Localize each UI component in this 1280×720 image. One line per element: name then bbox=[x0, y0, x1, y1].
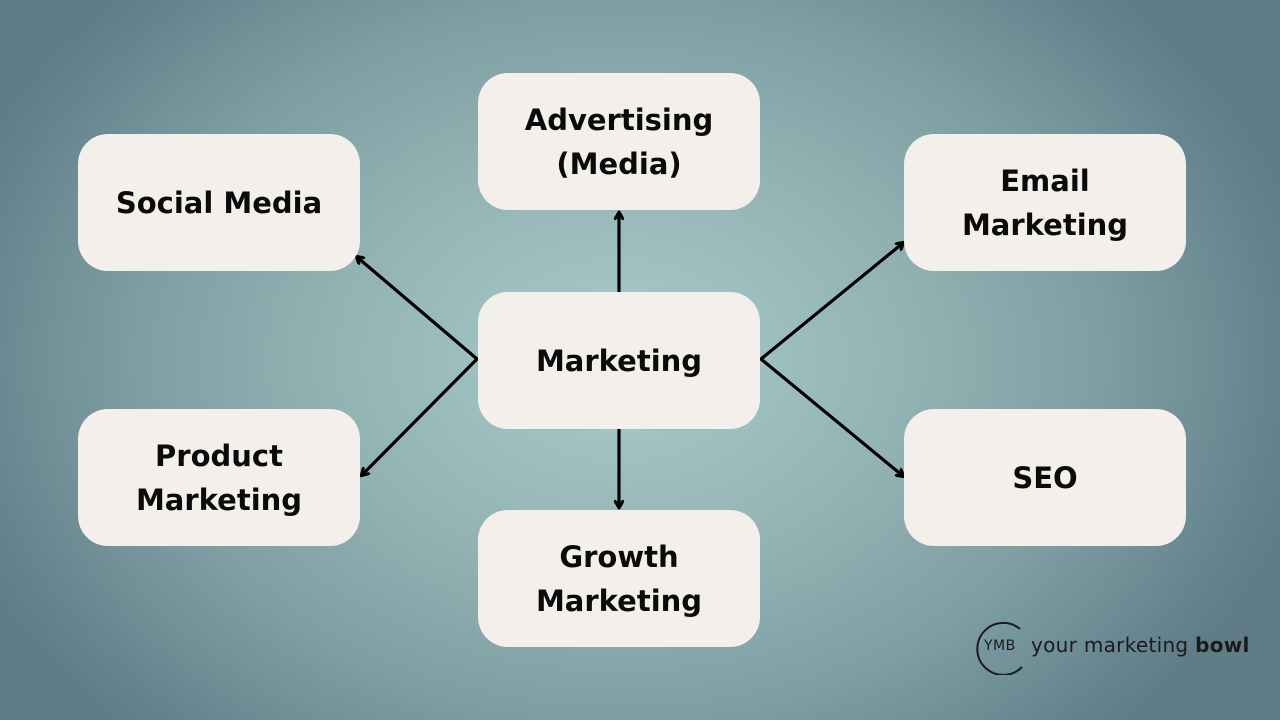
node-label: Advertising (Media) bbox=[524, 102, 714, 181]
node-label: Growth Marketing bbox=[535, 539, 703, 618]
logo-ring-icon bbox=[976, 621, 1023, 675]
logo-mark: YMB bbox=[984, 638, 1016, 654]
arrow-to-seo bbox=[759, 357, 903, 476]
brand-logo: YMB your marketing bowl bbox=[970, 615, 1250, 679]
node-label: Product Marketing bbox=[135, 438, 303, 517]
arrow-to-email-marketing bbox=[759, 243, 903, 361]
node-label: Email Marketing bbox=[961, 163, 1129, 242]
node-advertising: Advertising (Media) bbox=[478, 73, 760, 210]
node-email-marketing: Email Marketing bbox=[904, 134, 1186, 271]
node-label: SEO bbox=[1012, 460, 1078, 495]
node-marketing-center: Marketing bbox=[478, 292, 760, 429]
node-label: Marketing bbox=[535, 343, 703, 378]
arrow-to-social-media bbox=[357, 257, 479, 361]
node-product-marketing: Product Marketing bbox=[78, 409, 360, 546]
node-social-media: Social Media bbox=[78, 134, 360, 271]
brand-name-regular: your marketing bbox=[1031, 633, 1196, 657]
brand-name: your marketing bowl bbox=[1031, 633, 1250, 657]
node-seo: SEO bbox=[904, 409, 1186, 546]
node-label: Social Media bbox=[115, 185, 323, 220]
arrow-to-product-marketing bbox=[362, 357, 479, 475]
brand-name-bold: bowl bbox=[1195, 633, 1250, 657]
node-growth-marketing: Growth Marketing bbox=[478, 510, 760, 647]
